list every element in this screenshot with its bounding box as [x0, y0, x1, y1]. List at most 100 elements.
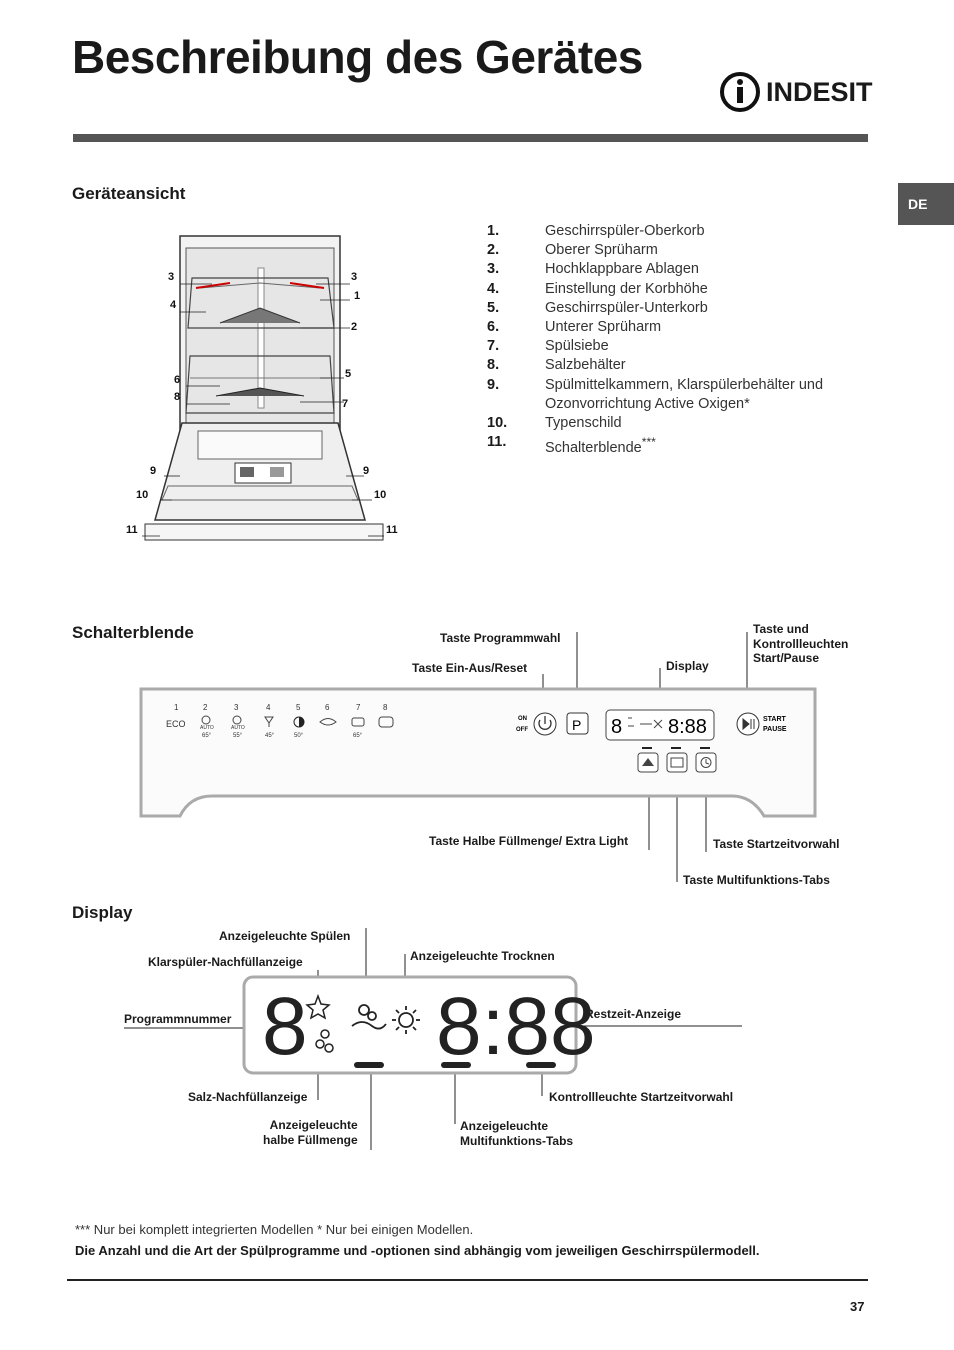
brand-name: INDESIT: [766, 76, 873, 107]
svg-text:ON: ON: [518, 716, 527, 722]
program-3[interactable]: 3 AUTO 55°: [231, 703, 245, 739]
label-delay-light: Kontrollleuchte Startzeitvorwahl: [549, 1090, 734, 1104]
svg-text:PAUSE: PAUSE: [763, 726, 787, 733]
display-remaining-time: 8:88: [436, 981, 596, 1072]
header-rule: [73, 134, 868, 142]
list-item: 10.Typenschild: [487, 415, 622, 432]
tablet-icon: [670, 757, 684, 768]
callout-right-5: 5: [345, 368, 351, 380]
list-item: 2.Oberer Sprüharm: [487, 242, 658, 259]
label-rinse-light: Anzeigeleuchte Spülen: [219, 929, 351, 943]
label-remaining-time: Restzeit-Anzeige: [585, 1007, 682, 1021]
play-pause-icon: [742, 717, 755, 731]
list-item: 11.Schalterblende***: [487, 434, 656, 457]
svg-text:3: 3: [234, 703, 239, 712]
auto-intensive-icon: [201, 715, 211, 725]
half-load-button[interactable]: [637, 752, 659, 773]
svg-text:65°: 65°: [202, 733, 212, 739]
svg-text:2: 2: [203, 703, 208, 712]
svg-text:4: 4: [266, 703, 271, 712]
program-8[interactable]: 8: [378, 703, 394, 728]
label-half-load: Taste Halbe Füllmenge/ Extra Light: [429, 834, 629, 848]
on-off-button[interactable]: ON OFF: [516, 712, 557, 736]
delay-start-button[interactable]: [695, 752, 717, 773]
parts-list: 1.Geschirrspüler-Oberkorb 2.Oberer Sprüh…: [487, 222, 823, 458]
callout-right-2: 2: [351, 321, 357, 333]
display-illustration: 8 8:88: [124, 928, 742, 1150]
footer-rule: [67, 1279, 868, 1281]
list-item: 9.Spülmittelkammern, Klarspülerbehälter …: [487, 376, 824, 412]
list-item: 1.Geschirrspüler-Oberkorb: [487, 223, 705, 239]
svg-text:8: 8: [611, 716, 622, 738]
svg-text:55°: 55°: [233, 733, 243, 739]
salt-bubbles-icon: [315, 1029, 334, 1053]
start-pause-button[interactable]: START PAUSE: [736, 712, 787, 736]
model-note: Die Anzahl und die Art der Spülprogramme…: [75, 1243, 760, 1258]
power-icon: [538, 719, 552, 730]
label-rinse-aid: Klarspüler-Nachfüllanzeige: [148, 955, 303, 969]
list-item: 7.Spülsiebe: [487, 338, 609, 355]
callout-right-7: 7: [342, 398, 348, 410]
drying-sun-icon: [392, 1006, 420, 1034]
callout-right-1: 1: [354, 290, 360, 302]
svg-text:7: 7: [356, 703, 361, 712]
panel-display-symbols-icon: [628, 717, 663, 729]
svg-text:65°: 65°: [353, 733, 363, 739]
multi-tabs-button[interactable]: [666, 752, 688, 773]
multi-tabs-indicator: [441, 1062, 471, 1068]
svg-text:P: P: [572, 717, 581, 733]
callout-right-9: 9: [363, 465, 369, 477]
language-tab[interactable]: DE: [898, 183, 954, 225]
rinse-aid-star-icon: [305, 993, 331, 1020]
svg-text:8: 8: [383, 703, 388, 712]
fish-icon: [319, 718, 337, 726]
label-program-number: Programmnummer: [124, 1012, 232, 1026]
footnote: *** Nur bei komplett integrierten Modell…: [75, 1222, 474, 1237]
eco-text-icon: ECO: [166, 719, 186, 729]
soak-icon: [378, 716, 394, 728]
svg-text:START: START: [763, 716, 787, 723]
rinse-wave-icon: [351, 1004, 387, 1030]
list-item: 4.Einstellung der Korbhöhe: [487, 280, 708, 297]
list-item: 8.Salzbehälter: [487, 357, 626, 374]
program-7[interactable]: 7 65°: [351, 703, 365, 739]
program-5[interactable]: 5 50°: [293, 703, 305, 739]
svg-text:1: 1: [174, 703, 179, 712]
section-title-view: Geräteansicht: [72, 184, 186, 203]
callout-left-11: 11: [126, 524, 138, 536]
callout-left-10: 10: [136, 489, 148, 501]
control-panel-illustration: 1 ECO 2 AUTO 65° 3 AUTO 55° 4 45° 5 50° …: [139, 632, 817, 882]
glass-icon: [264, 716, 274, 727]
label-multi-tabs: Taste Multifunktions-Tabs: [683, 873, 830, 887]
svg-text:8:88: 8:88: [668, 716, 707, 738]
program-6[interactable]: 6: [319, 703, 337, 726]
auto-normal-icon: [232, 715, 242, 725]
svg-text:6: 6: [325, 703, 330, 712]
program-4[interactable]: 4 45°: [264, 703, 275, 739]
label-drying-light: Anzeigeleuchte Trocknen: [410, 949, 555, 963]
label-on-off: Taste Ein-Aus/Reset: [412, 661, 528, 675]
half-load-indicator: [354, 1062, 384, 1068]
callout-left-8: 8: [174, 391, 180, 403]
section-title-display: Display: [72, 903, 133, 922]
pan-icon: [351, 717, 365, 727]
callout-right-10: 10: [374, 489, 386, 501]
callout-left-6: 6: [174, 374, 180, 386]
program-2[interactable]: 2 AUTO 65°: [200, 703, 214, 739]
label-start-pause: Taste und Kontrollleuchten Start/Pause: [753, 622, 849, 665]
label-program-select: Taste Programmwahl: [440, 631, 561, 645]
program-select-button[interactable]: P: [566, 712, 589, 735]
callout-left-3: 3: [168, 271, 174, 283]
label-salt: Salz-Nachfüllanzeige: [188, 1090, 308, 1104]
callout-left-4: 4: [170, 299, 177, 311]
svg-text:AUTO: AUTO: [231, 725, 245, 731]
brand-logo: INDESIT: [718, 70, 873, 114]
list-item: 5.Geschirrspüler-Unterkorb: [487, 299, 708, 316]
section-title-panel: Schalterblende: [72, 623, 194, 642]
display-program-digit: 8: [262, 981, 308, 1072]
svg-text:50°: 50°: [294, 733, 304, 739]
svg-text:OFF: OFF: [516, 727, 528, 733]
program-1[interactable]: 1 ECO: [166, 703, 186, 729]
